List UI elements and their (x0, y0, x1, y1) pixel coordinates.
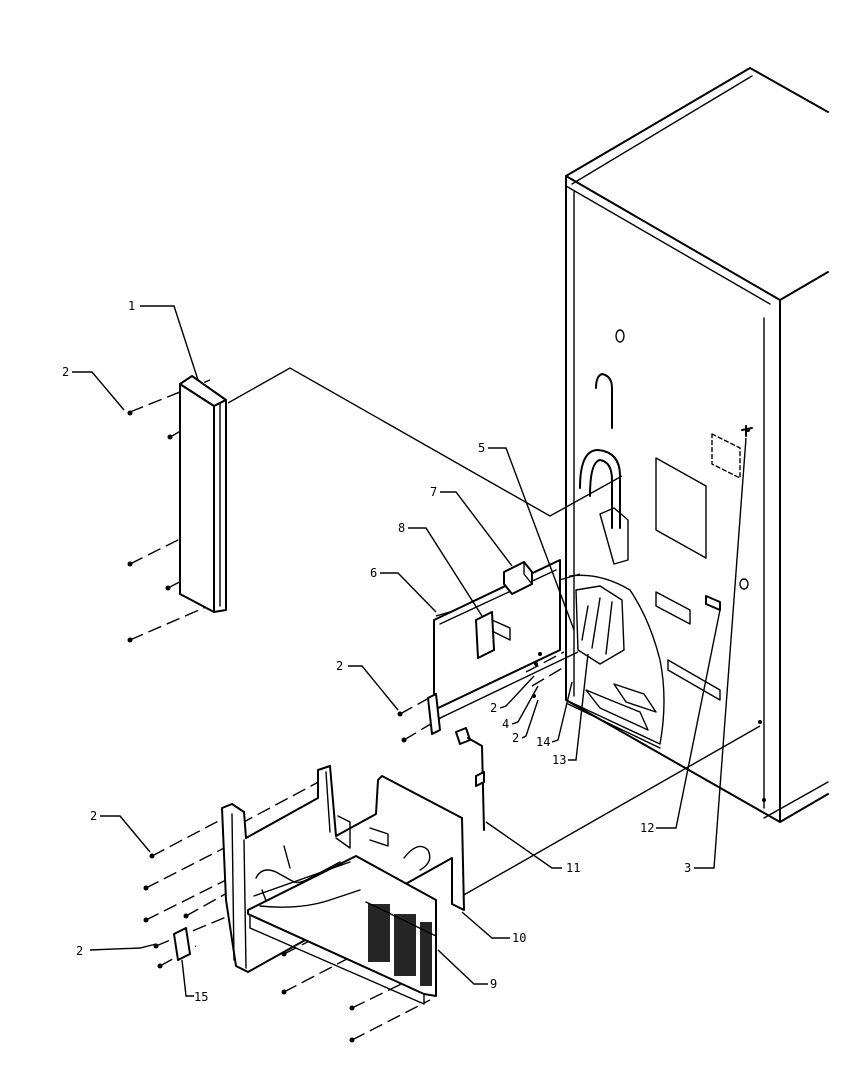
callout-4: 4 (502, 717, 509, 731)
callout-6: 6 (370, 566, 377, 580)
part-9-grille (247, 855, 437, 1005)
part-1-side-panel (179, 375, 227, 613)
refrigerator-cabinet (565, 67, 829, 823)
callout-11: 11 (566, 861, 580, 875)
callout-8: 8 (398, 521, 405, 535)
callout-7: 7 (430, 485, 437, 499)
part-6-control-board (427, 559, 561, 735)
callout-1: 1 (128, 299, 135, 313)
callout-2-left-upper: 2 (90, 809, 97, 823)
callout-9: 9 (490, 977, 497, 991)
callout-labels: 1 2 5 7 8 6 2 2 4 2 14 13 12 3 11 10 9 2… (62, 299, 691, 1004)
callout-15: 15 (194, 990, 208, 1004)
callout-13: 13 (552, 753, 566, 767)
callout-2-small: 2 (490, 701, 497, 715)
part-15-bracket (173, 927, 191, 961)
callout-2-top-left: 2 (62, 365, 69, 379)
callout-2-small-lower: 2 (512, 731, 519, 745)
leader-lines (72, 305, 747, 997)
callout-2-mid: 2 (336, 659, 343, 673)
screw-dots (127, 410, 750, 1043)
callout-10: 10 (512, 931, 526, 945)
grille-vents (368, 904, 432, 986)
callout-3: 3 (684, 861, 691, 875)
part-11-tube (455, 727, 485, 831)
callout-14: 14 (536, 735, 550, 749)
callout-5: 5 (478, 441, 485, 455)
callout-2-left-lower: 2 (76, 944, 83, 958)
callout-12: 12 (640, 821, 654, 835)
